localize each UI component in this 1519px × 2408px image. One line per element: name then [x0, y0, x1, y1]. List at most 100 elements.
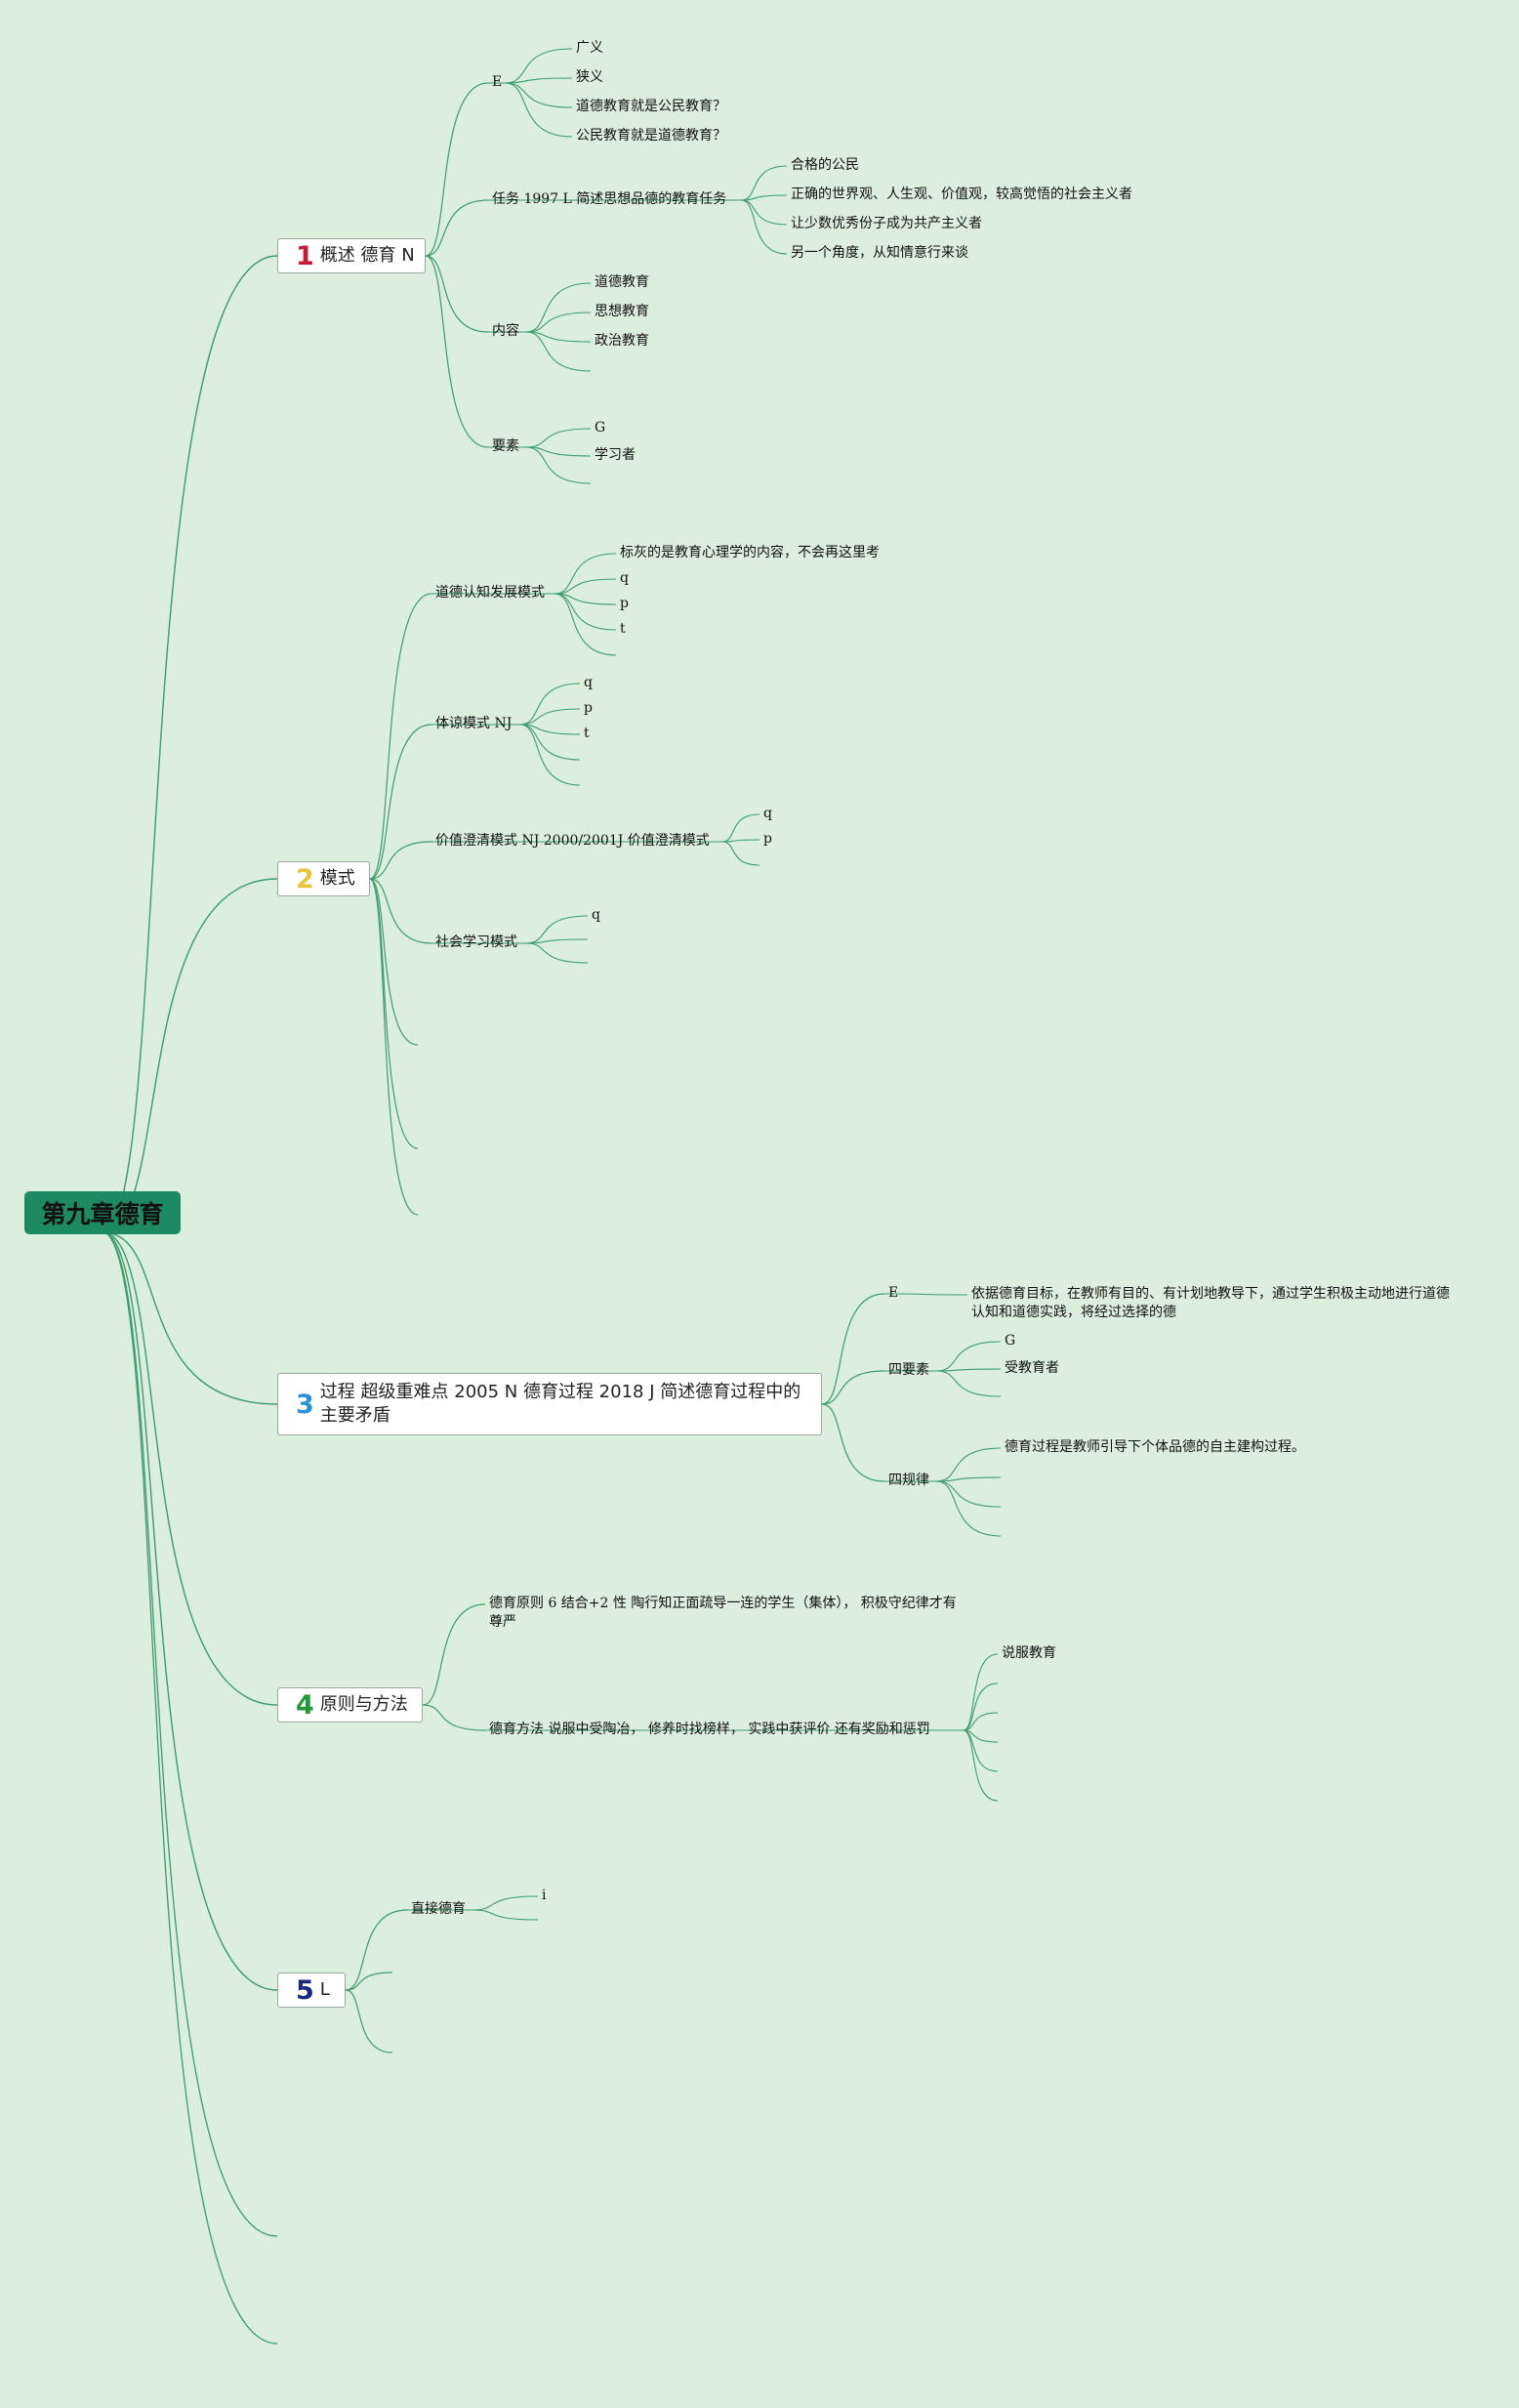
- leaf-node[interactable]: 正确的世界观、人生观、价值观，较高觉悟的社会主义者: [791, 187, 1132, 202]
- leaf-node[interactable]: q: [763, 806, 772, 821]
- connector-line: [102, 1231, 278, 1991]
- leaf-node[interactable]: G: [595, 420, 606, 436]
- connector-line: [721, 813, 760, 843]
- connector-line: [422, 1603, 486, 1706]
- connector-line: [554, 578, 617, 595]
- leaf-node[interactable]: G: [1005, 1333, 1016, 1349]
- leaf-node[interactable]: 广义: [576, 40, 603, 56]
- connector-line: [369, 724, 432, 880]
- connector-line: [936, 1447, 1002, 1482]
- connector-line: [821, 1403, 885, 1482]
- branch-label: 过程 超级重难点 2005 N 德育过程 2018 J 简述德育过程中的主要矛盾: [319, 1381, 801, 1426]
- connector-line: [963, 1712, 999, 1731]
- connector-line: [525, 331, 592, 343]
- connector-line: [425, 255, 489, 448]
- child-node[interactable]: E: [492, 74, 503, 90]
- leaf-node[interactable]: 说服教育: [1002, 1645, 1056, 1661]
- connector-line: [505, 82, 573, 138]
- connector-line: [519, 708, 581, 726]
- branch-label: L: [319, 1978, 330, 2000]
- leaf-node[interactable]: 道德教育: [595, 274, 649, 290]
- leaf-node[interactable]: 合格的公民: [791, 157, 859, 173]
- connector-line: [963, 1729, 999, 1802]
- connector-line: [102, 878, 278, 1233]
- branch-number-badge: 1: [296, 240, 314, 271]
- connector-line: [741, 165, 788, 201]
- leaf-node[interactable]: q: [620, 570, 629, 586]
- leaf-node[interactable]: p: [763, 831, 772, 847]
- branch-label: 原则与方法: [319, 1693, 408, 1715]
- leaf-node[interactable]: 政治教育: [595, 333, 649, 349]
- connector-line: [525, 311, 592, 333]
- connector-line: [525, 428, 592, 448]
- leaf-node[interactable]: t: [620, 621, 626, 637]
- child-node[interactable]: 任务 1997 L 简述思想品德的教育任务: [492, 191, 727, 207]
- connector-line: [345, 1989, 393, 2054]
- connector-line: [369, 841, 432, 880]
- connector-line: [525, 282, 592, 333]
- child-node[interactable]: 社会学习模式: [435, 934, 517, 950]
- connector-line: [554, 553, 617, 595]
- connector-line: [821, 1293, 885, 1405]
- child-node[interactable]: 要素: [492, 438, 519, 454]
- branch-number-badge: 3: [296, 1389, 314, 1420]
- connector-line: [963, 1682, 999, 1731]
- child-node[interactable]: 四要素: [888, 1362, 929, 1378]
- connector-line: [369, 593, 432, 880]
- leaf-node[interactable]: 公民教育就是道德教育？: [576, 128, 726, 144]
- leaf-node[interactable]: 另一个角度，从知情意行来谈: [791, 245, 968, 261]
- leaf-node[interactable]: 受教育者: [1005, 1360, 1059, 1376]
- connector-line: [936, 1368, 1002, 1372]
- child-node[interactable]: 内容: [492, 323, 519, 339]
- connector-line: [369, 878, 419, 1046]
- child-node[interactable]: E: [888, 1285, 899, 1301]
- connector-line: [525, 942, 589, 964]
- child-node[interactable]: 直接德育: [411, 1901, 466, 1917]
- leaf-node[interactable]: 狭义: [576, 69, 603, 85]
- connector-line: [741, 199, 788, 226]
- leaf-node[interactable]: 德育过程是教师引导下个体品德的自主建构过程。: [1005, 1439, 1305, 1455]
- leaf-node[interactable]: 学习者: [595, 447, 636, 463]
- leaf-node[interactable]: q: [584, 675, 593, 690]
- leaf-node[interactable]: p: [584, 700, 593, 716]
- leaf-node[interactable]: 道德教育就是公民教育？: [576, 99, 726, 114]
- connector-line: [936, 1480, 1002, 1537]
- connector-line: [963, 1729, 999, 1772]
- connector-line: [505, 77, 573, 84]
- connector-line: [554, 593, 617, 656]
- child-node[interactable]: 四规律: [888, 1473, 929, 1488]
- leaf-node[interactable]: i: [542, 1888, 547, 1903]
- connector-line: [519, 683, 581, 726]
- connector-line: [345, 1972, 393, 1991]
- leaf-node[interactable]: 标灰的是教育心理学的内容，不会再这里考: [620, 545, 880, 560]
- leaf-node[interactable]: 依据德育目标，在教师有目的、有计划地教导下，通过学生积极主动地进行道德认知和道德…: [971, 1286, 1450, 1320]
- connector-line: [369, 878, 432, 944]
- child-node[interactable]: 德育方法 说服中受陶冶， 修养时找榜样， 实践中获评价 还有奖励和惩罚: [489, 1722, 930, 1737]
- child-node[interactable]: 价值澄清模式 NJ 2000/2001J 价值澄清模式: [435, 833, 710, 849]
- leaf-node[interactable]: t: [584, 726, 590, 741]
- child-node[interactable]: 体谅模式 NJ: [435, 716, 513, 731]
- connector-line: [472, 1909, 539, 1921]
- connector-line: [369, 878, 419, 1216]
- connector-line: [102, 1231, 278, 1405]
- root-node[interactable]: 第九章德育: [24, 1191, 181, 1234]
- leaf-node[interactable]: p: [620, 596, 629, 611]
- leaf-node[interactable]: 思想教育: [595, 304, 649, 319]
- leaf-node[interactable]: 让少数优秀份子成为共产主义者: [791, 216, 982, 231]
- connector-line: [525, 446, 592, 484]
- connector-line: [102, 1231, 278, 2237]
- child-node[interactable]: 道德认知发展模式: [435, 585, 545, 601]
- branch-label: 模式: [319, 867, 355, 889]
- connector-line: [525, 938, 589, 944]
- connector-line: [519, 724, 581, 735]
- connector-line: [425, 199, 489, 257]
- leaf-node[interactable]: q: [592, 907, 600, 923]
- child-node[interactable]: 德育原则 6 结合+2 性 陶行知正面疏导一连的学生（集体）， 积极守纪律才有尊…: [489, 1596, 957, 1630]
